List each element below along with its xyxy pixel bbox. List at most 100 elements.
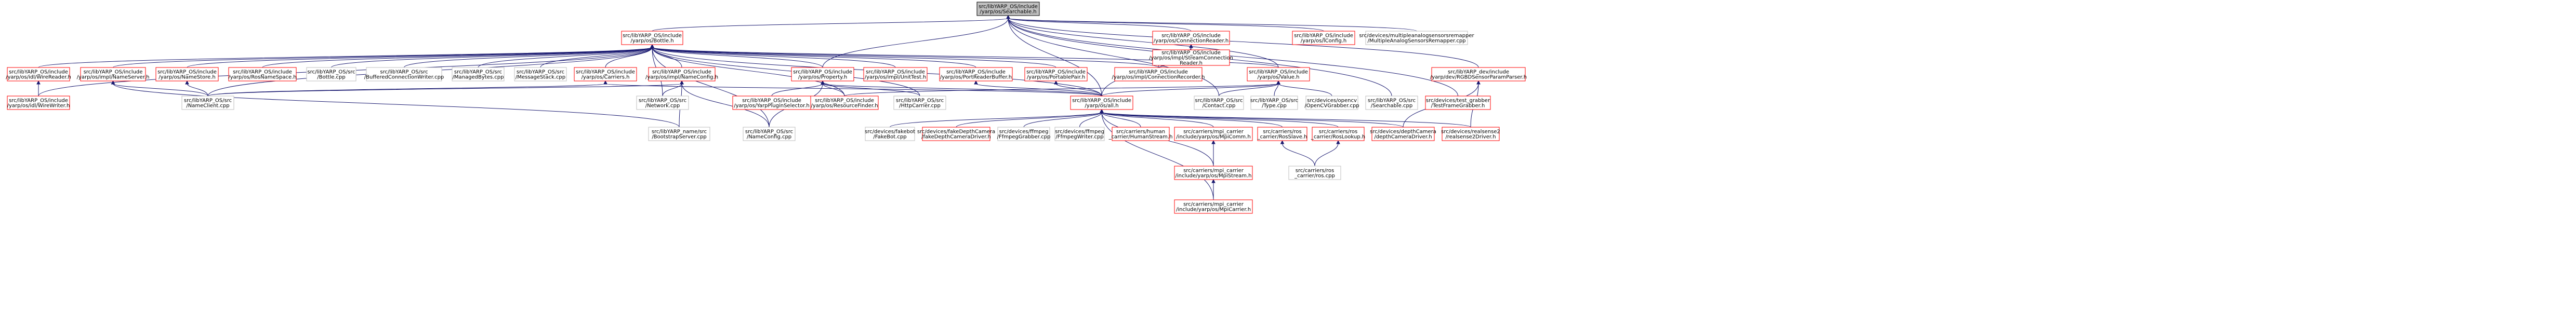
graph-node-multipleanalogsensorsremapper-cpp[interactable]: src/devices/multipleanalogsensorsremappe… — [1359, 31, 1475, 45]
graph-node-bootstrapserver-cpp[interactable]: src/libYARP_name/src/BootstrapServer.cpp — [648, 127, 710, 141]
dependency-edge — [652, 47, 920, 97]
node-box — [1250, 96, 1298, 110]
edge-arrowhead — [111, 80, 115, 85]
node-label-line: /BufferedConnectionWriter.cpp — [364, 75, 444, 80]
graph-node-fakebot-h[interactable]: src/devices/fakebot/FakeBot.cpp — [865, 127, 915, 141]
graph-node-ffmpeggrabber-cpp[interactable]: src/devices/ffmpeg/FfmpegGrabber.cpp — [997, 127, 1051, 141]
graph-node-yarp-os-connectionreader-h[interactable]: src/libYARP_OS/include/yarp/os/Connectio… — [1152, 31, 1230, 45]
graph-node-yarp-os-all-h[interactable]: src/libYARP_OS/include/yarp/os/all.h — [1070, 96, 1133, 110]
graph-node-testframegrabber-h[interactable]: src/devices/test_grabber/TestFrameGrabbe… — [1425, 96, 1491, 110]
graph-node-yarp-os-idl-wirewriter-h[interactable]: src/libYARP_OS/include/yarp/os/idl/WireW… — [7, 96, 70, 110]
graph-node-network-cpp[interactable]: src/libYARP_OS/src/Network.cpp — [636, 96, 689, 110]
graph-node-yarp-os-bottle-h[interactable]: src/libYARP_OS/include/yarp/os/Bottle.h — [621, 31, 683, 45]
node-label-line: src/libYARP_OS/src — [380, 70, 428, 75]
node-label-line: Reader.h — [1180, 61, 1203, 66]
node-label-line: src/carriers/human — [1116, 129, 1165, 135]
graph-node-yarp-os-yarpplugin-selector-h[interactable]: src/libYARP_OS/include/yarp/os/YarpPlugi… — [732, 96, 811, 110]
dependency-edge — [605, 83, 1102, 97]
node-box — [7, 67, 70, 81]
graph-node-managedbytes-cpp[interactable]: src/libYARP_OS/src/ManagedBytes.cpp — [452, 67, 505, 81]
node-box — [636, 96, 689, 110]
node-box — [939, 67, 1013, 81]
node-label-line: src/carriers/ros — [1296, 168, 1334, 174]
graph-node-httpcarrier-cpp[interactable]: src/libYARP_OS/src/HttpCarrier.cpp — [893, 96, 946, 110]
node-label-line: src/devices/multipleanalogsensorsremappe… — [1359, 33, 1474, 39]
node-label-line: /yarp/os/impl/ConnectionRecorder.h — [1112, 75, 1205, 80]
node-label-line: /realsense2Driver.h — [1445, 134, 1496, 140]
dependency-edge — [1101, 83, 1279, 97]
graph-node-yarp-dev-rgbdsensorparamparser-h[interactable]: src/libYARP_dev/include/yarp/dev/RGBDSen… — [1430, 67, 1527, 81]
graph-node-yarp-os-impl-streamconnectionreader-h[interactable]: src/libYARP_OS/include/yarp/os/impl/Stre… — [1149, 49, 1233, 66]
graph-node-depthcameradriver-h[interactable]: src/devices/depthCamera/depthCameraDrive… — [1370, 127, 1436, 141]
graph-node-yarp-os-impl-unittest-h[interactable]: src/libYARP_OS/include/yarp/os/impl/Unit… — [863, 67, 928, 81]
graph-node-humanstream-h[interactable]: src/carriers/human_carrier/HumanStream.h — [1108, 127, 1173, 141]
dependency-edge — [652, 47, 1159, 68]
node-label-line: src/libYARP_OS/include — [576, 70, 635, 75]
node-label-line: src/devices/depthCamera — [1370, 129, 1436, 135]
graph-node-fakedepthcameradriver-h[interactable]: src/devices/fakeDepthCamera/fakeDepthCam… — [917, 127, 995, 141]
graph-node-yarp-os-impl-nameconfig-h[interactable]: src/libYARP_OS/include/yarp/os/impl/Name… — [645, 67, 718, 81]
dependency-edge — [956, 112, 1102, 128]
node-label-line: /yarp/os/Property.h — [798, 75, 847, 80]
graph-node-opencvgrabber-cpp[interactable]: src/devices/opencv/OpenCVGrabber.cpp — [1304, 96, 1359, 110]
graph-node-type-cpp[interactable]: src/libYARP_OS/src/Type.cpp — [1250, 96, 1298, 110]
graph-node-nameclient-cpp[interactable]: src/libYARP_OS/src/NameClient.cpp — [181, 96, 234, 110]
node-box — [1288, 166, 1341, 180]
node-box — [1305, 96, 1358, 110]
graph-node-mpicomm-h[interactable]: src/carriers/mpi_carrier/include/yarp/os… — [1174, 127, 1253, 141]
graph-node-yarp-os-carriers-h[interactable]: src/libYARP_OS/include/yarp/os/Carriers.… — [574, 67, 637, 81]
node-label-line: /yarp/os/PortablePair.h — [1027, 75, 1085, 80]
graph-node-mpistream-h[interactable]: src/carriers/mpi_carrier/include/yarp/os… — [1174, 166, 1253, 180]
graph-node-messagestack-cpp[interactable]: src/libYARP_OS/src/MessageStack.cpp — [514, 67, 567, 81]
dependency-edge — [652, 47, 976, 68]
node-box — [1257, 127, 1307, 141]
node-box — [181, 96, 234, 110]
graph-node-ffmpegwriter-cpp[interactable]: src/devices/ffmpeg/FfmpegWriter.cpp — [1054, 127, 1105, 141]
dependency-edge — [1101, 112, 1283, 128]
node-box — [1152, 49, 1230, 66]
node-label-line: /yarp/dev/RGBDSensorParamParser.h — [1430, 75, 1527, 80]
node-box — [1024, 67, 1088, 81]
node-box — [1371, 127, 1435, 141]
graph-node-yarp-os-resourcefinder-h[interactable]: src/libYARP_OS/include/yarp/os/ResourceF… — [810, 96, 879, 110]
graph-node-yarp-os-portreaderbuffer-h[interactable]: src/libYARP_OS/include/yarp/os/PortReade… — [939, 67, 1013, 81]
node-label-line: /yarp/os/all.h — [1085, 103, 1118, 109]
node-label-line: src/libYARP_OS/src — [184, 98, 232, 104]
graph-node-yarp-os-namestore-h[interactable]: src/libYARP_OS/include/yarp/os/NameStore… — [155, 67, 219, 81]
dependency-edge — [1008, 18, 1417, 32]
dependency-edge — [187, 47, 653, 68]
graph-node-yarp-os-rosnamespace-h[interactable]: src/libYARP_OS/include/yarp/os/RosNameSp… — [228, 67, 297, 81]
node-box — [366, 67, 442, 81]
graph-node-bufferedconnectionwriter-cpp[interactable]: src/libYARP_OS/src/BufferedConnectionWri… — [364, 67, 444, 81]
dependency-edge — [404, 47, 653, 68]
graph-node-roslookup-h[interactable]: src/carriers/ros_carrier/RosLookup.h — [1311, 127, 1365, 141]
graph-node-yarp-os-idl-wirereader-h[interactable]: src/libYARP_OS/include/yarp/os/idl/WireR… — [6, 67, 71, 81]
graph-node-nameconfig-cpp[interactable]: src/libYARP_OS/src/NameConfig.cpp — [743, 127, 796, 141]
dependency-edge — [1008, 18, 1279, 68]
node-box — [306, 67, 356, 81]
graph-node-yarp-os-impl-connectionrecorder-h[interactable]: src/libYARP_OS/include/yarp/os/impl/Conn… — [1112, 67, 1205, 81]
graph-node-mpicarrier-h[interactable]: src/carriers/mpi_carrier/include/yarp/os… — [1174, 199, 1253, 214]
graph-node-yarp-os-value-h[interactable]: src/libYARP_OS/include/yarp/os/Value.h — [1247, 67, 1310, 81]
node-label-line: /BootstrapServer.cpp — [652, 134, 706, 140]
edge-arrowhead — [1276, 80, 1280, 85]
graph-node-bottle-cpp[interactable]: src/libYARP_OS/src/Bottle.cpp — [306, 67, 356, 81]
graph-node-yarp-os-impl-nameserver-h[interactable]: src/libYARP_OS/include/yarp/os/impl/Name… — [77, 67, 150, 81]
node-label-line: src/libYARP_name/src — [652, 129, 707, 135]
graph-node-realsense2driver-h[interactable]: src/devices/realsense2/realsense2Driver.… — [1441, 127, 1500, 141]
graph-node-searchable-cpp[interactable]: src/libYARP_OS/src/Searchable.cpp — [1365, 96, 1418, 110]
graph-node-yarp-os-portablepair-h[interactable]: src/libYARP_OS/include/yarp/os/PortableP… — [1024, 67, 1088, 81]
node-label-line: /Type.cpp — [1262, 103, 1287, 109]
graph-node-rosslave-h[interactable]: src/carriers/ros_carrier/RosSlave.h — [1257, 127, 1307, 141]
node-box — [514, 67, 567, 81]
node-label-line: _carrier/ros.cpp — [1294, 173, 1335, 179]
node-label-line: _carrier/RosLookup.h — [1311, 134, 1365, 140]
graph-node-yarp-os-iconfig-h[interactable]: src/libYARP_OS/include/yarp/os/IConfig.h — [1292, 31, 1355, 45]
node-label-line: src/libYARP_OS/src — [1368, 98, 1416, 104]
graph-node-roscarrier-cpp[interactable]: src/carriers/ros_carrier/ros.cpp — [1288, 166, 1341, 180]
node-label-line: /depthCameraDriver.h — [1374, 134, 1432, 140]
graph-node-contact-cpp[interactable]: src/libYARP_OS/src/Contact.cpp — [1194, 96, 1244, 110]
edge-arrowhead — [36, 80, 41, 85]
graph-node-yarp-os-property-h[interactable]: src/libYARP_OS/include/yarp/os/Property.… — [791, 67, 854, 81]
